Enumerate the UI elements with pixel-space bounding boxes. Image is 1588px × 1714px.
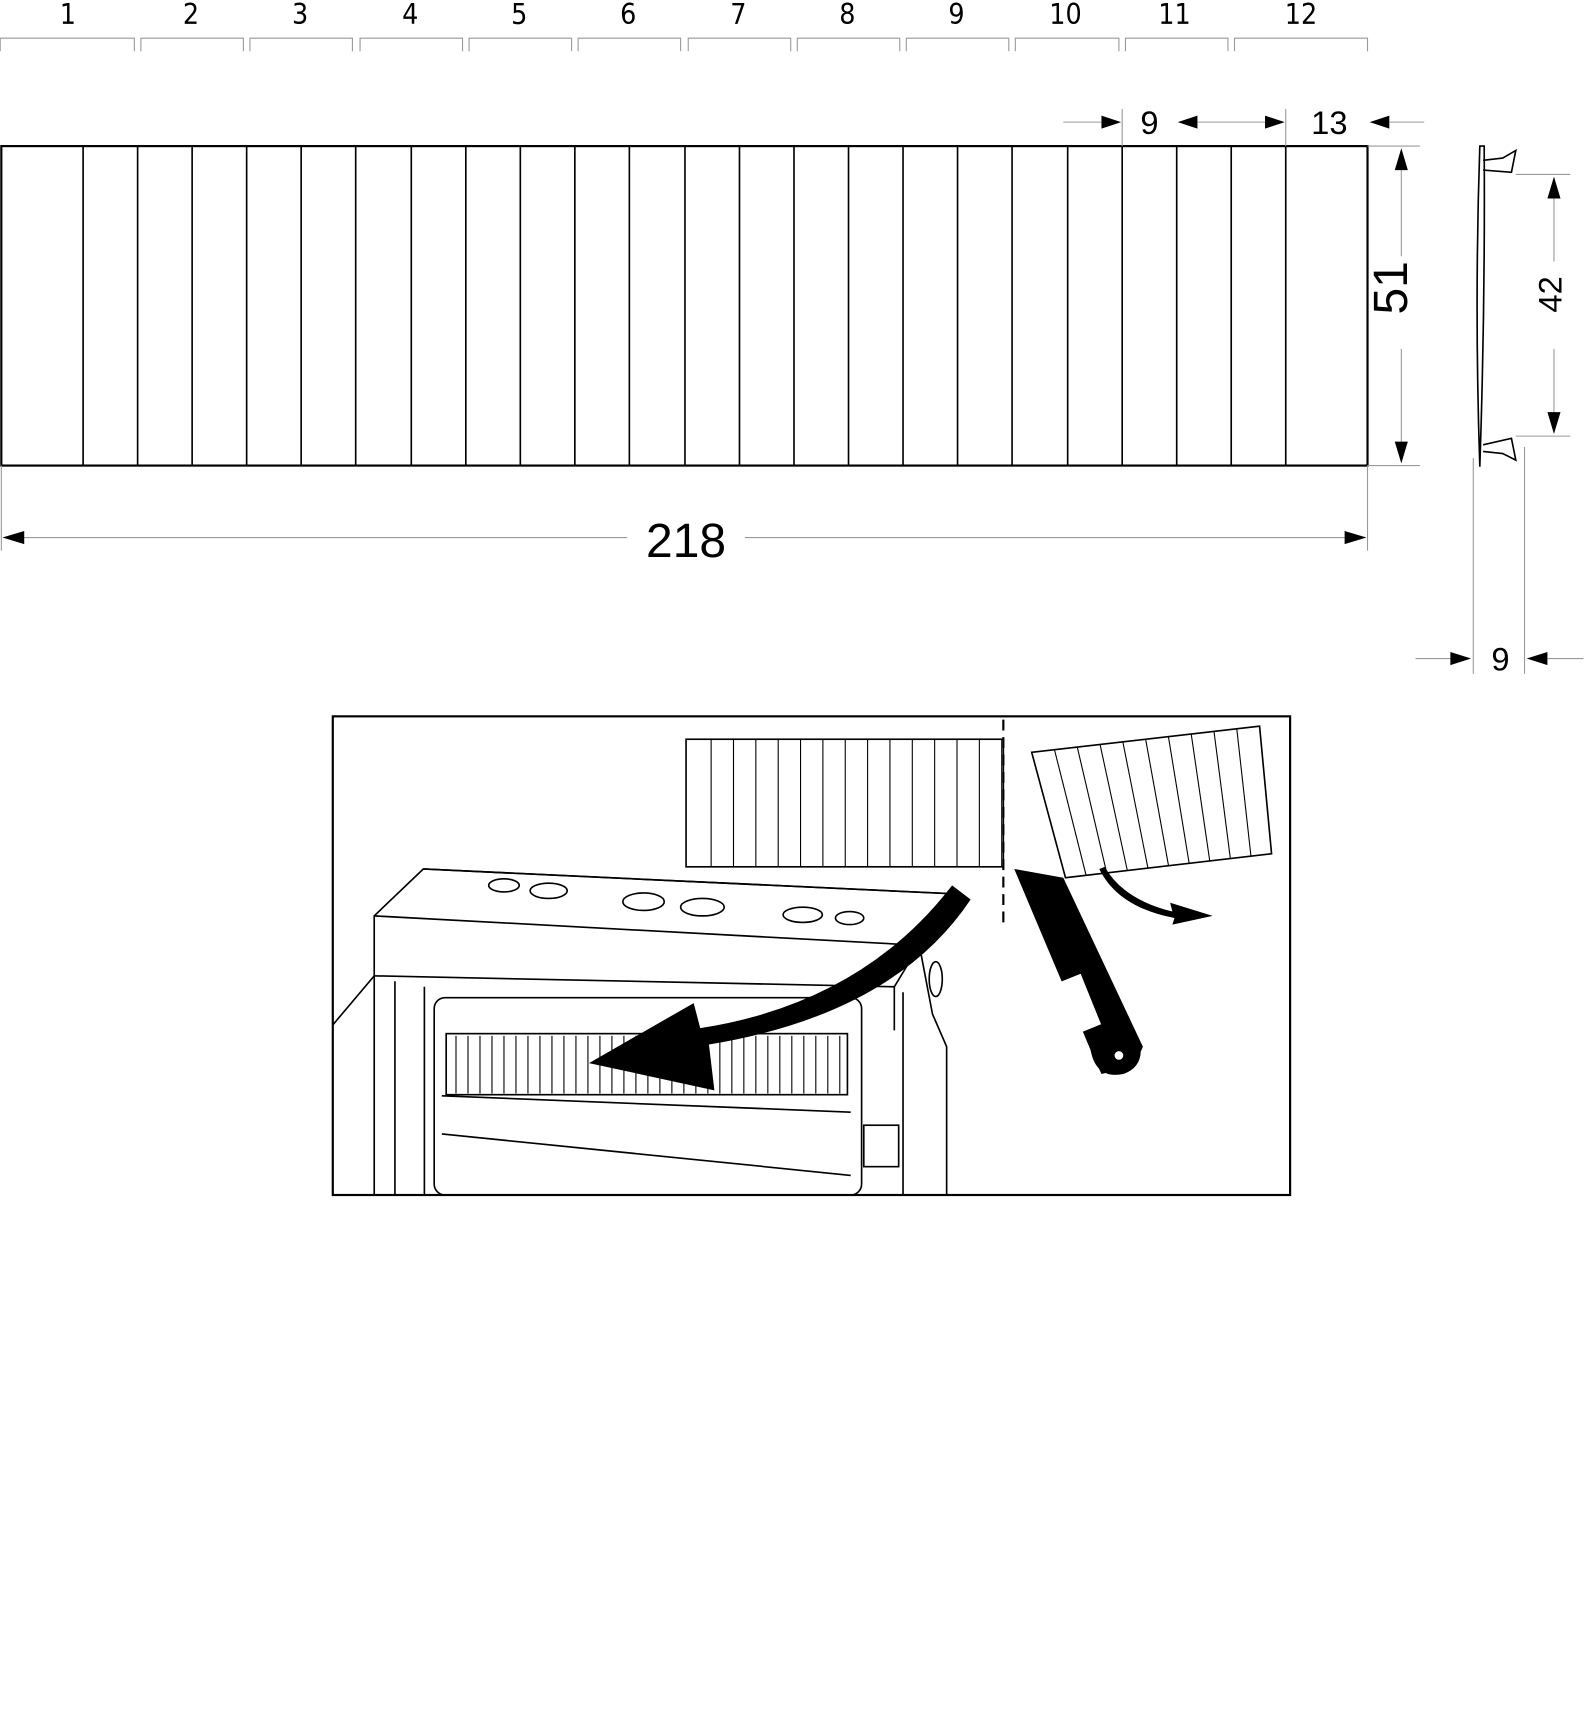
module-number: 3 xyxy=(292,0,308,31)
module-bracket xyxy=(0,37,135,52)
height-label: 51 xyxy=(1365,261,1418,314)
module-number: 9 xyxy=(948,0,964,31)
module-bracket xyxy=(1233,37,1369,52)
module-bracket xyxy=(249,37,353,52)
pitch-dimension: 9 13 xyxy=(1063,104,1425,147)
depth-label: 9 xyxy=(1491,641,1509,678)
remove-arrow xyxy=(1099,866,1213,925)
module-number: 5 xyxy=(511,0,527,31)
module-divider xyxy=(1076,746,1108,874)
installation-illustration xyxy=(331,715,1292,1197)
width-dimension: 218 xyxy=(0,465,1369,568)
end-width-label: 13 xyxy=(1311,104,1347,141)
module-bracket xyxy=(359,37,464,52)
module-bracket xyxy=(1014,37,1120,52)
module-bracket xyxy=(796,37,901,52)
module-bracket xyxy=(905,37,1010,52)
module-number: 12 xyxy=(1285,0,1317,31)
clip-spacing-label: 42 xyxy=(1532,276,1569,312)
module-divider xyxy=(1167,736,1190,864)
module-divider xyxy=(1236,728,1252,857)
module-bracket xyxy=(577,37,682,52)
module-bracket xyxy=(687,37,792,52)
module-number: 8 xyxy=(839,0,855,31)
module-number: 10 xyxy=(1049,0,1081,31)
label-strip-front-view xyxy=(0,145,1369,467)
pitch-label: 9 xyxy=(1140,104,1158,141)
cutter-knife-icon xyxy=(1014,868,1143,1075)
module-divider xyxy=(1213,731,1231,859)
module-number: 2 xyxy=(183,0,199,31)
label-strip-side-view: 42 9 xyxy=(1415,145,1584,678)
module-number: 1 xyxy=(60,0,76,31)
module-divider xyxy=(1122,741,1149,869)
module-number: 6 xyxy=(620,0,636,31)
module-number: 4 xyxy=(402,0,418,31)
height-dimension: 51 xyxy=(1365,145,1420,467)
module-bracket xyxy=(468,37,573,52)
module-number: 7 xyxy=(730,0,746,31)
module-divider xyxy=(1053,749,1087,876)
insert-arrow xyxy=(589,885,971,1091)
module-divider xyxy=(1145,739,1170,866)
module-number: 11 xyxy=(1158,0,1190,31)
module-divider xyxy=(1099,744,1128,871)
width-label: 218 xyxy=(646,515,726,568)
module-bracket xyxy=(140,37,244,52)
module-divider xyxy=(1190,733,1211,862)
module-bracket xyxy=(1124,37,1229,52)
removed-strip-part xyxy=(1030,725,1273,879)
